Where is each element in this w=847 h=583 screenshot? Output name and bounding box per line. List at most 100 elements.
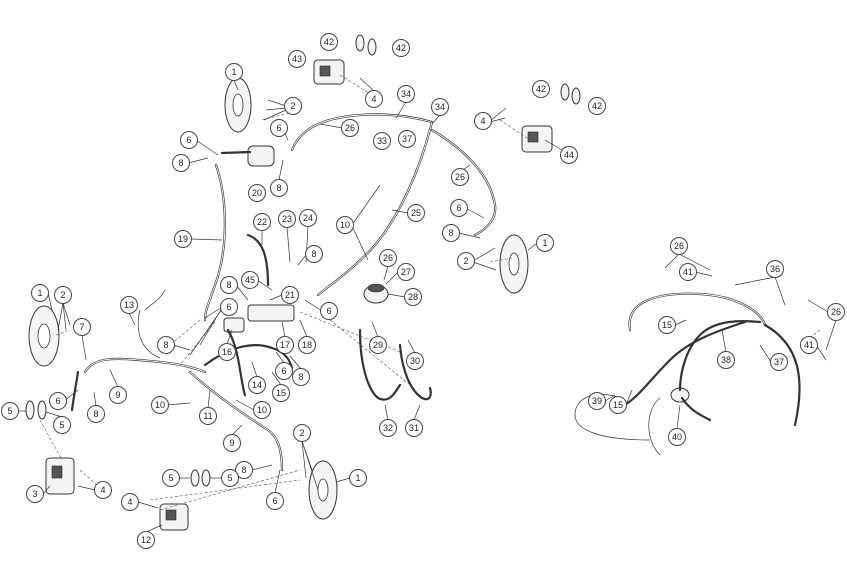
callout-number: 4 <box>480 116 485 126</box>
callout-number: 6 <box>281 366 286 376</box>
callout-5: 5 <box>53 416 71 434</box>
callout-number: 42 <box>396 43 406 53</box>
callout-number: 10 <box>155 400 165 410</box>
callout-8: 8 <box>87 405 105 423</box>
callout-2: 2 <box>54 286 72 304</box>
callout-6: 6 <box>220 298 238 316</box>
callout-18: 18 <box>298 336 316 354</box>
callout-33: 33 <box>373 132 391 150</box>
callout-6: 6 <box>450 199 468 217</box>
callout-2: 2 <box>293 424 311 442</box>
callout-number: 37 <box>402 134 412 144</box>
callout-number: 6 <box>272 496 277 506</box>
brake-lines <box>70 113 801 472</box>
callout-5: 5 <box>221 469 239 487</box>
callout-number: 15 <box>276 388 286 398</box>
callout-number: 17 <box>280 340 290 350</box>
reservoir <box>363 283 389 304</box>
callout-42: 42 <box>392 39 410 57</box>
callout-6: 6 <box>270 119 288 137</box>
callout-4: 4 <box>365 90 383 108</box>
callout-number: 26 <box>831 307 841 317</box>
callout-41: 41 <box>679 263 697 281</box>
brake-disc-left <box>28 305 60 367</box>
callout-10: 10 <box>151 396 169 414</box>
callout-number: 26 <box>345 123 355 133</box>
callout-2: 2 <box>284 97 302 115</box>
callout-6: 6 <box>266 492 284 510</box>
callout-2: 2 <box>457 252 475 270</box>
callout-15: 15 <box>272 384 290 402</box>
callout-1: 1 <box>225 63 243 81</box>
callout-number: 19 <box>178 234 188 244</box>
callout-number: 8 <box>241 465 246 475</box>
callout-number: 25 <box>411 208 421 218</box>
callout-number: 8 <box>311 249 316 259</box>
callout-number: 2 <box>463 256 468 266</box>
callout-number: 9 <box>229 438 234 448</box>
caliper-bottom <box>159 503 189 531</box>
callout-number: 2 <box>60 290 65 300</box>
callout-12: 12 <box>137 531 155 549</box>
callout-number: 33 <box>377 136 387 146</box>
callout-4: 4 <box>474 112 492 130</box>
callout-7: 7 <box>73 318 91 336</box>
callout-number: 10 <box>257 405 267 415</box>
callout-1: 1 <box>31 284 49 302</box>
callout-number: 11 <box>203 411 212 421</box>
callout-16: 16 <box>218 343 236 361</box>
callout-11: 11 <box>199 407 217 425</box>
callout-number: 18 <box>302 340 312 350</box>
callout-5: 5 <box>1 402 19 420</box>
caliper-top <box>313 59 345 85</box>
callout-9: 9 <box>223 434 241 452</box>
callout-number: 7 <box>79 322 84 332</box>
callout-number: 8 <box>298 372 303 382</box>
callout-number: 5 <box>168 473 173 483</box>
callout-30: 30 <box>406 352 424 370</box>
callout-number: 12 <box>141 535 151 545</box>
brake-disc-right <box>499 234 529 294</box>
callout-25: 25 <box>407 204 425 222</box>
callout-number: 42 <box>536 84 546 94</box>
callout-6: 6 <box>275 362 293 380</box>
callout-number: 34 <box>435 102 445 112</box>
abs-modulator-block <box>223 304 295 333</box>
callout-number: 42 <box>592 101 602 111</box>
callout-6: 6 <box>180 131 198 149</box>
callout-number: 2 <box>299 428 304 438</box>
callout-number: 2 <box>290 101 295 111</box>
callout-40: 40 <box>668 428 686 446</box>
brake-disc-top-left <box>224 77 252 133</box>
callout-number: 23 <box>282 214 292 224</box>
brake-disc-bottom <box>308 460 338 520</box>
callout-8: 8 <box>220 276 238 294</box>
callout-31: 31 <box>405 419 423 437</box>
callout-42: 42 <box>588 97 606 115</box>
callout-number: 21 <box>285 290 295 300</box>
callout-8: 8 <box>442 224 460 242</box>
callout-number: 1 <box>231 67 236 77</box>
callout-number: 41 <box>683 267 693 277</box>
callout-number: 1 <box>37 288 42 298</box>
callout-number: 8 <box>226 280 231 290</box>
callout-number: 26 <box>383 253 393 263</box>
callout-14: 14 <box>248 376 266 394</box>
callout-44: 44 <box>560 146 578 164</box>
callout-number: 6 <box>186 135 191 145</box>
callout-43: 43 <box>288 50 306 68</box>
callout-26: 26 <box>827 303 845 321</box>
callout-number: 44 <box>564 150 574 160</box>
callout-32: 32 <box>379 419 397 437</box>
caliper-left <box>45 457 75 495</box>
callout-number: 27 <box>401 267 411 277</box>
callout-number: 22 <box>257 217 267 227</box>
callout-38: 38 <box>717 351 735 369</box>
callout-number: 9 <box>115 390 120 400</box>
callout-number: 30 <box>410 356 420 366</box>
callout-number: 8 <box>448 228 453 238</box>
callout-1: 1 <box>349 469 367 487</box>
callout-8: 8 <box>305 245 323 263</box>
callout-42: 42 <box>320 33 338 51</box>
callout-number: 15 <box>662 320 672 330</box>
